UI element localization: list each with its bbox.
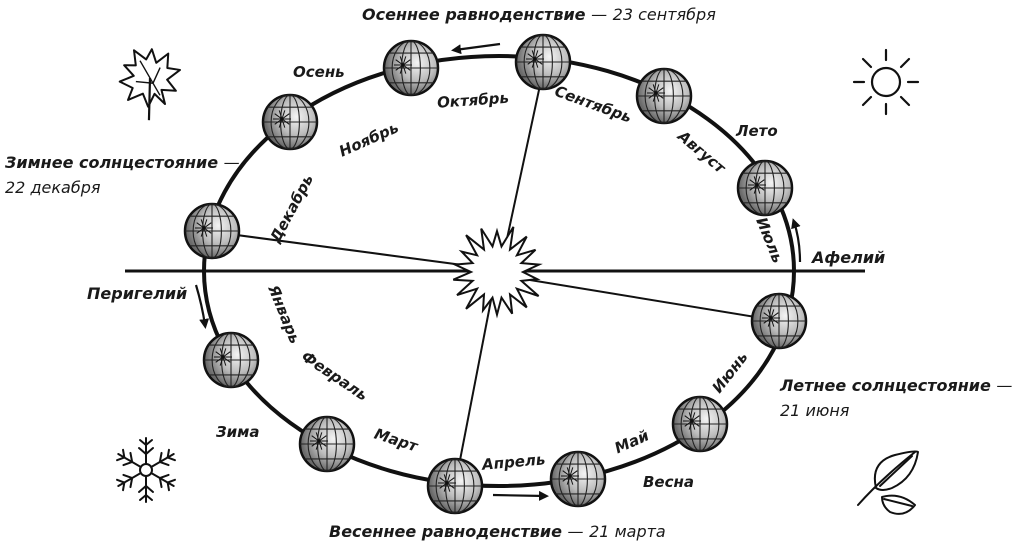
season-spring: Весна [643, 473, 694, 491]
sun-icon [852, 48, 920, 116]
month-december: Декабрь [266, 171, 317, 246]
arrow-bottom-direction [492, 490, 549, 501]
planets-group [183, 33, 808, 515]
planet-september-earth-globe-icon [514, 33, 572, 91]
month-august: Август [673, 126, 729, 177]
label-perihelion: Перигелий [87, 284, 187, 303]
planet-february-earth-globe-icon [298, 415, 356, 473]
month-april: Апрель [480, 450, 546, 474]
label-summer-solstice-name: Летнее солнцестояние — [779, 376, 1012, 395]
month-may: Май [612, 426, 652, 457]
month-november: Ноябрь [336, 118, 401, 160]
planet-january-earth-globe-icon [202, 331, 260, 389]
label-winter-solstice-date: 22 декабря [5, 178, 101, 197]
month-october: Октябрь [436, 89, 509, 112]
line-winter-solstice [213, 231, 471, 267]
planet-winter-solstice-earth-globe-icon [183, 202, 241, 260]
planet-july-earth-globe-icon [736, 159, 794, 217]
month-february: Февраль [298, 347, 371, 404]
month-july: Июль [752, 215, 787, 266]
line-spring-equinox [454, 294, 493, 487]
line-summer-solstice [529, 279, 781, 322]
planet-may-earth-globe-icon [549, 450, 607, 508]
season-winter: Зима [216, 423, 260, 441]
leaves-icon [857, 450, 919, 515]
label-aphelion: Афелий [810, 248, 885, 267]
month-march: Март [372, 425, 421, 456]
label-spring-equinox: Весеннее равноденствие — 21 марта [329, 522, 666, 541]
month-september: Сентябрь [552, 82, 634, 126]
season-summer: Лето [735, 122, 778, 140]
planet-june-earth-globe-icon [671, 395, 729, 453]
snowflake-icon [113, 437, 179, 503]
planet-spring-equinox-earth-globe-icon [426, 457, 484, 515]
arrow-top-direction [451, 42, 501, 55]
planet-october-earth-globe-icon [382, 39, 440, 97]
maple-leaf-icon [118, 48, 181, 121]
sun-burst-icon [451, 226, 543, 319]
sun-burst-shape [451, 226, 543, 319]
season-autumn: Осень [293, 63, 345, 81]
planet-november-earth-globe-icon [261, 93, 319, 151]
planet-summer-solstice-earth-globe-icon [750, 292, 808, 350]
label-summer-solstice-date: 21 июня [780, 401, 850, 420]
arrow-left-direction [194, 284, 210, 329]
planet-august-earth-globe-icon [635, 67, 693, 125]
orbit-ellipse [202, 54, 796, 488]
label-winter-solstice-name: Зимнее солнцестояние — [4, 153, 240, 172]
label-autumn-equinox: Осеннее равноденствие — 23 сентября [362, 5, 716, 24]
month-january: Январь [264, 281, 304, 346]
line-autumn-equinox [504, 61, 546, 249]
arrow-right-direction [791, 218, 802, 263]
